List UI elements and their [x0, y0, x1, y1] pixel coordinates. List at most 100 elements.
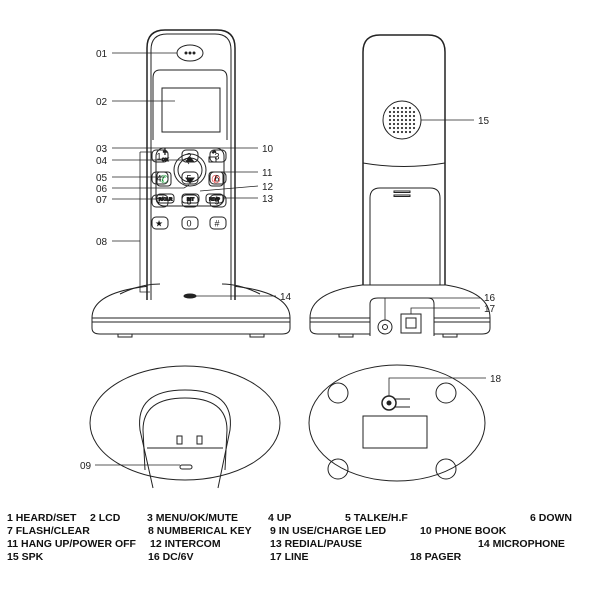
- ok-key-label: OK: [162, 157, 170, 162]
- speaker-hole: [412, 118, 416, 122]
- legend-item: 10 PHONE BOOK: [420, 525, 507, 537]
- speaker-hole: [388, 122, 392, 126]
- speaker-hole: [404, 118, 408, 122]
- key-label: 6: [214, 174, 219, 184]
- leader-lines: [95, 52, 486, 466]
- speaker-hole: [404, 122, 408, 126]
- speaker-hole: [388, 110, 392, 114]
- callout-15: 15: [478, 116, 490, 127]
- speaker-hole: [400, 106, 404, 110]
- speaker-hole: [404, 110, 408, 114]
- callout-14: 14: [280, 292, 292, 303]
- speaker-hole: [408, 122, 412, 126]
- legend-item: 13 REDIAL/PAUSE: [270, 538, 362, 550]
- callout-11: 11: [262, 168, 273, 179]
- back-icon: ↶: [211, 150, 217, 155]
- callout-17: 17: [484, 304, 496, 315]
- callout-03: 03: [96, 144, 108, 155]
- key-label: #: [214, 219, 219, 229]
- speaker-hole: [404, 114, 408, 118]
- speaker-hole: [400, 130, 404, 134]
- svg-text:INT: INT: [187, 197, 195, 202]
- microphone: [183, 293, 197, 299]
- speaker-hole: [396, 114, 400, 118]
- speaker-hole: [408, 126, 412, 130]
- speaker-hole: [396, 118, 400, 122]
- key-label: ★: [155, 219, 163, 229]
- speaker-hole: [404, 106, 408, 110]
- key-label: 4: [156, 174, 161, 184]
- speaker-hole: [412, 114, 416, 118]
- speaker-hole: [396, 110, 400, 114]
- legend-item: 2 LCD: [90, 512, 121, 524]
- key-label: 7: [156, 197, 161, 207]
- speaker-hole: [408, 106, 412, 110]
- key-10: [181, 216, 199, 230]
- key-1: [181, 149, 199, 163]
- legend-item: 18 PAGER: [410, 551, 462, 563]
- speaker-hole: [412, 122, 416, 126]
- speaker-hole: [412, 110, 416, 114]
- key-8: [209, 194, 227, 208]
- key-0: [151, 149, 169, 163]
- redial-key: [205, 193, 224, 204]
- speaker-hole: [408, 114, 412, 118]
- callout-04: 04: [96, 156, 108, 167]
- hangup-icon: ✆: [211, 174, 220, 186]
- cradle-top-view: [89, 365, 281, 489]
- speaker-hole: [408, 110, 412, 114]
- flash-key: [156, 193, 175, 204]
- legend-item: 9 IN USE/CHARGE LED: [270, 525, 387, 537]
- key-4: [181, 171, 199, 185]
- svg-text:R/CLR: R/CLR: [159, 197, 173, 202]
- speaker-hole: [400, 114, 404, 118]
- speaker-hole: [392, 114, 396, 118]
- key-11: [209, 216, 227, 230]
- callout-13: 13: [262, 194, 274, 205]
- callout-05: 05: [96, 173, 108, 184]
- key-label: 2: [186, 152, 191, 162]
- talk-icon: ✆: [159, 174, 168, 186]
- down-arrow-icon: [184, 177, 196, 184]
- speaker-hole: [388, 118, 392, 122]
- key-label: 5: [186, 174, 191, 184]
- speaker-hole: [392, 130, 396, 134]
- callout-01: 01: [96, 49, 108, 60]
- legend-item: 14 MICROPHONE: [478, 538, 565, 550]
- charge-led: [179, 464, 193, 470]
- legend-item: 11 HANG UP/POWER OFF: [7, 538, 136, 550]
- speaker-hole: [396, 126, 400, 130]
- speaker-hole: [392, 118, 396, 122]
- callout-08: 08: [96, 237, 108, 248]
- speaker-hole: [392, 106, 396, 110]
- speaker-hole: [408, 130, 412, 134]
- speaker-hole: [404, 126, 408, 130]
- speaker-holes: [388, 106, 416, 134]
- key-3: [151, 171, 169, 185]
- key-9: [151, 216, 169, 230]
- speaker-hole: [388, 114, 392, 118]
- callout-18: 18: [490, 374, 502, 385]
- key-label: 9: [214, 197, 219, 207]
- key-label: 0: [186, 219, 191, 229]
- legend-item: 1 HEARD/SET: [7, 512, 77, 524]
- base-underside-view: [308, 364, 486, 482]
- key-7: [181, 194, 199, 208]
- legend-item: 7 FLASH/CLEAR: [7, 525, 90, 537]
- legend-item: 5 TALKE/H.F: [345, 512, 408, 524]
- legend-item: 17 LINE: [270, 551, 309, 563]
- callout-12: 12: [262, 182, 274, 193]
- speaker-hole: [400, 110, 404, 114]
- lcd-screen: [161, 87, 221, 133]
- callout-07: 07: [96, 195, 108, 206]
- key-label: 1: [156, 152, 161, 162]
- legend-item: 4 UP: [268, 512, 292, 524]
- menu-icon: ╪: [162, 148, 167, 155]
- speaker-hole: [396, 106, 400, 110]
- speaker-hole: [400, 118, 404, 122]
- speaker-hole: [408, 118, 412, 122]
